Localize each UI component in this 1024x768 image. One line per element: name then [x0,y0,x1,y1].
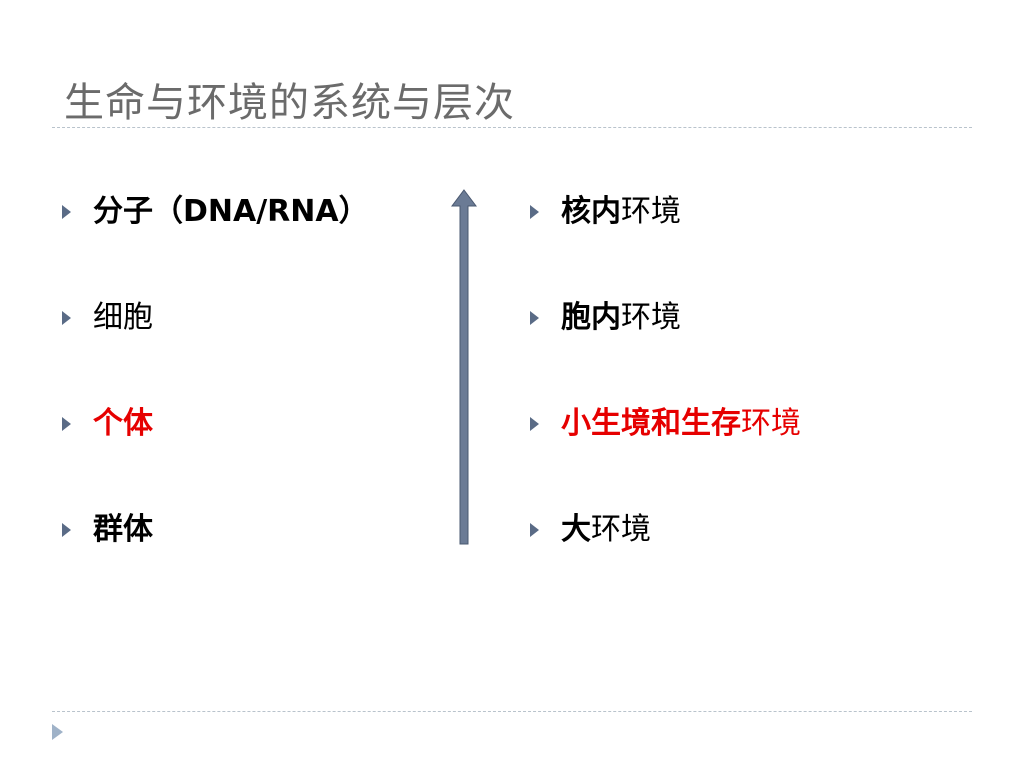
play-triangle-icon[interactable] [52,724,63,740]
environment-suffix: 环境 [621,194,681,229]
list-item: 细胞 [62,300,369,406]
bullet-icon [530,523,539,537]
environment-emphasis: 胞内 [561,300,621,335]
level-label-cell: 细胞 [93,300,153,335]
list-item: 胞内环境 [530,300,801,406]
level-label-population: 群体 [93,512,153,547]
list-item: 核内环境 [530,194,801,300]
environment-label-cellular: 胞内环境 [561,300,681,336]
list-item: 个体 [62,406,369,512]
environment-emphasis: 小生境和生存 [561,406,741,441]
bullet-icon [62,205,71,219]
list-item: 大环境 [530,512,801,618]
bullet-icon [62,417,71,431]
bullet-icon [530,311,539,325]
environment-suffix: 环境 [591,512,651,547]
level-label-molecule: 分子（DNA/RNA） [93,194,369,229]
environment-label-nuclear: 核内环境 [561,194,681,230]
up-arrow-icon [451,189,477,545]
list-item: 分子（DNA/RNA） [62,194,369,300]
environment-label-habitat: 小生境和生存环境 [561,406,801,442]
slide-title: 生命与环境的系统与层次 [64,80,515,126]
environment-suffix: 环境 [621,300,681,335]
environment-suffix: 环境 [741,406,801,441]
environment-emphasis: 核内 [561,194,621,229]
level-label-individual: 个体 [93,406,153,441]
bullet-icon [62,311,71,325]
bullet-icon [530,417,539,431]
environment-emphasis: 大 [561,512,591,547]
left-list: 分子（DNA/RNA） 细胞 个体 群体 [62,194,369,618]
footer-divider [52,711,972,712]
bullet-icon [62,523,71,537]
list-item: 群体 [62,512,369,618]
right-list: 核内环境 胞内环境 小生境和生存环境 大环境 [530,194,801,618]
bullet-icon [530,205,539,219]
title-divider [52,127,972,128]
environment-label-macro: 大环境 [561,512,651,548]
list-item: 小生境和生存环境 [530,406,801,512]
